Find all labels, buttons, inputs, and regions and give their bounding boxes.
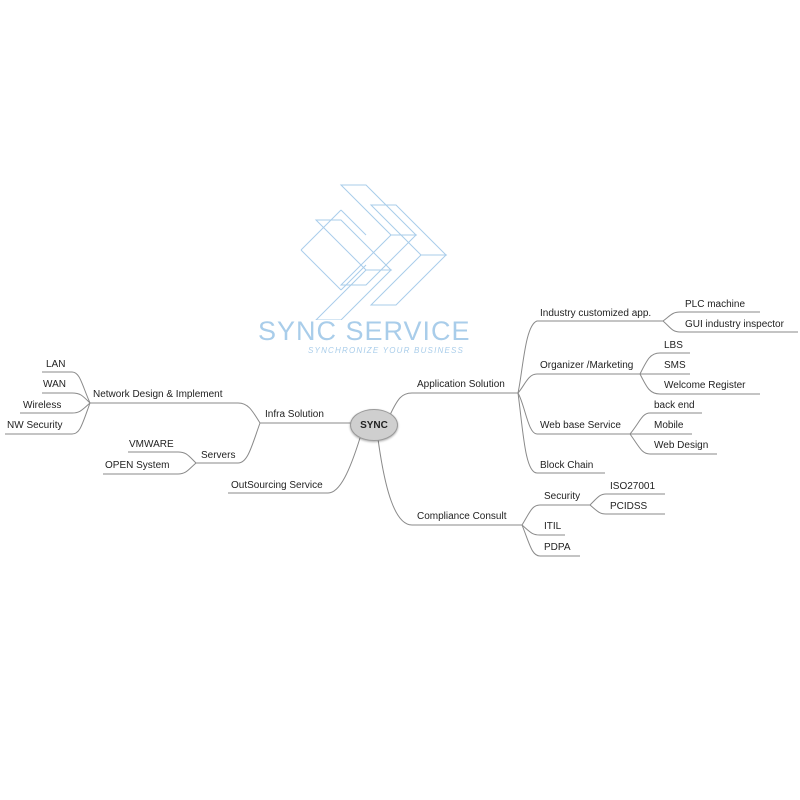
node-gui-industry-inspector[interactable]: GUI industry inspector bbox=[685, 319, 784, 330]
node-open-system[interactable]: OPEN System bbox=[105, 460, 170, 471]
node-back-end[interactable]: back end bbox=[654, 400, 695, 411]
center-node-label: SYNC bbox=[360, 419, 388, 431]
node-organizer-marketing[interactable]: Organizer /Marketing bbox=[540, 360, 634, 371]
node-vmware[interactable]: VMWARE bbox=[129, 439, 174, 450]
brand-subtitle: SYNCHRONIZE YOUR BUSINESS bbox=[308, 346, 465, 355]
node-web-base-service[interactable]: Web base Service bbox=[540, 420, 621, 431]
node-wireless[interactable]: Wireless bbox=[23, 400, 62, 411]
node-plc-machine[interactable]: PLC machine bbox=[685, 299, 746, 310]
node-nw-security[interactable]: NW Security bbox=[7, 420, 63, 431]
node-lan[interactable]: LAN bbox=[46, 359, 66, 370]
node-web-design[interactable]: Web Design bbox=[654, 440, 709, 451]
node-industry-customized-app[interactable]: Industry customized app. bbox=[540, 308, 652, 319]
node-security[interactable]: Security bbox=[544, 491, 581, 502]
node-wan[interactable]: WAN bbox=[43, 379, 66, 390]
node-welcome-register[interactable]: Welcome Register bbox=[664, 380, 746, 391]
node-itil[interactable]: ITIL bbox=[544, 521, 562, 532]
node-pcidss[interactable]: PCIDSS bbox=[610, 501, 648, 512]
node-mobile[interactable]: Mobile bbox=[654, 420, 684, 431]
node-block-chain[interactable]: Block Chain bbox=[540, 460, 594, 471]
center-node[interactable]: SYNC bbox=[350, 409, 398, 441]
node-iso27001[interactable]: ISO27001 bbox=[610, 481, 656, 492]
node-sms[interactable]: SMS bbox=[664, 360, 686, 371]
node-servers[interactable]: Servers bbox=[201, 450, 236, 461]
node-compliance-consult[interactable]: Compliance Consult bbox=[417, 511, 507, 522]
node-outsourcing-service[interactable]: OutSourcing Service bbox=[231, 480, 323, 491]
node-application-solution[interactable]: Application Solution bbox=[417, 379, 505, 390]
node-infra-solution[interactable]: Infra Solution bbox=[265, 409, 324, 420]
sync-logo-icon bbox=[300, 184, 448, 320]
node-lbs[interactable]: LBS bbox=[664, 340, 683, 351]
node-pdpa[interactable]: PDPA bbox=[544, 542, 571, 553]
node-network-design-implement[interactable]: Network Design & Implement bbox=[93, 389, 223, 400]
brand-title: SYNC SERVICE bbox=[258, 316, 471, 346]
